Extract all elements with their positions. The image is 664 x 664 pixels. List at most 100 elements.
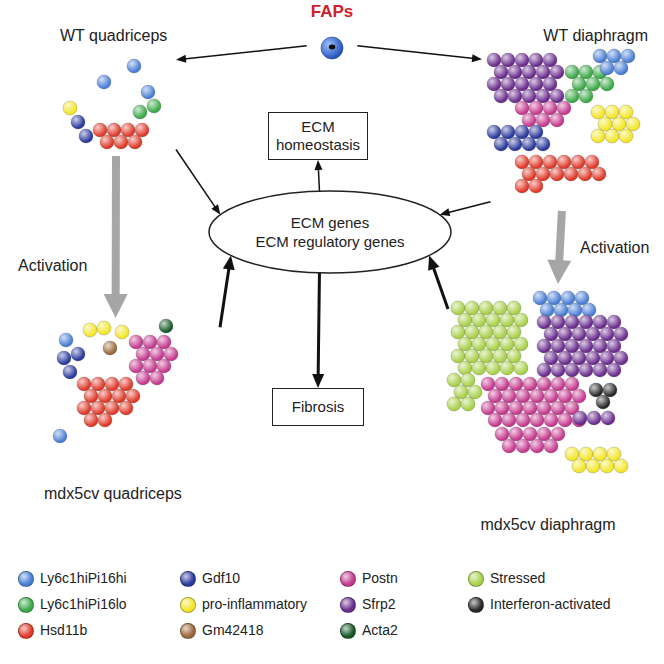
cell-shine (451, 349, 465, 363)
cell-shine (612, 117, 626, 131)
cell-shine (136, 347, 150, 361)
cell-dot (465, 325, 479, 339)
arrow-connector (547, 211, 571, 284)
cell-dot (554, 303, 568, 317)
cell-shine (578, 167, 592, 181)
cell-shine (91, 377, 105, 391)
cell-dot (472, 313, 486, 327)
cell-shine (135, 123, 149, 137)
cell-dot (514, 313, 528, 327)
legend-entry: Interferon-activated (468, 596, 611, 613)
cell-dot (536, 137, 550, 151)
cell-shine (573, 411, 587, 425)
cell-dot (626, 117, 640, 131)
legend-swatch (468, 597, 484, 613)
cell-shine (486, 313, 500, 327)
cell-dot (612, 117, 626, 131)
cell-shine (488, 389, 502, 403)
cell-shine (607, 447, 621, 461)
cell-shine (493, 301, 507, 315)
cell-dot (522, 167, 536, 181)
cell-shine (447, 373, 461, 387)
node-title: FAPs (311, 2, 354, 22)
cell-dot (522, 113, 536, 127)
cell-dot (495, 401, 509, 415)
cell-shine (63, 365, 77, 379)
arrow-connector (220, 256, 235, 328)
cell-dot (515, 155, 529, 169)
cell-dot (128, 135, 142, 149)
cell-dot (115, 325, 129, 339)
cell-shine (600, 61, 614, 75)
cell-shine (98, 389, 112, 403)
arrow-head (223, 256, 235, 271)
legend-label: Ly6c1hiPi16hi (40, 570, 127, 587)
arrow-connector (440, 202, 491, 216)
cell-dot (119, 377, 133, 391)
cell-shine (530, 413, 544, 427)
cell-dot (593, 363, 607, 377)
cell-shine (529, 77, 543, 91)
cell-dot (593, 339, 607, 353)
cell-shine (579, 447, 593, 461)
cell-dot (107, 123, 121, 137)
cell-dot (529, 179, 543, 193)
cell-shine (572, 327, 586, 341)
cell-shine (502, 439, 516, 453)
cell-dot (536, 113, 550, 127)
cell-dot (507, 349, 521, 363)
cell-dot (557, 101, 571, 115)
cell-shine (465, 301, 479, 315)
legend-swatch (180, 623, 196, 639)
ellipse-label: ECM genes (291, 213, 369, 232)
cell-shine (103, 341, 117, 355)
cell-shine (487, 125, 501, 139)
cell-shine (105, 401, 119, 415)
cell-dot (579, 363, 593, 377)
cell-dot (568, 303, 582, 317)
cell-dot (77, 401, 91, 415)
cell-dot (579, 89, 593, 103)
cell-dot (561, 291, 575, 305)
cell-shine (522, 65, 536, 79)
cell-shine (500, 313, 514, 327)
cell-shine (544, 327, 558, 341)
cell-shine (586, 459, 600, 473)
cell-shine (77, 401, 91, 415)
cell-dot (481, 377, 495, 391)
arrow-head (176, 55, 186, 63)
cell-shine (543, 155, 557, 169)
cell-shine (607, 363, 621, 377)
cell-dot (607, 339, 621, 353)
arrow-head (428, 256, 439, 271)
cell-dot (550, 113, 564, 127)
cell-dot (523, 427, 537, 441)
legend-entry: Gm42418 (180, 622, 263, 639)
cell-dot (97, 75, 111, 89)
cell-shine (536, 167, 550, 181)
cell-shine (495, 401, 509, 415)
cell-shine (550, 167, 564, 181)
cell-shine (557, 155, 571, 169)
cell-dot (502, 439, 516, 453)
cell-shine (536, 65, 550, 79)
legend-label: Hsd11b (40, 622, 87, 639)
cell-shine (147, 99, 161, 113)
cell-shine (465, 349, 479, 363)
cell-shine (572, 77, 586, 91)
cell-shine (607, 339, 621, 353)
cluster-cells (40, 318, 220, 503)
cell-dot (573, 411, 587, 425)
cell-shine (515, 77, 529, 91)
cell-dot (71, 347, 85, 361)
cell-shine (458, 313, 472, 327)
cell-dot (461, 397, 475, 411)
connector-line (433, 266, 448, 309)
cell-dot (621, 49, 635, 63)
cell-dot (543, 155, 557, 169)
process-box: ECM homeostasis (268, 112, 368, 160)
cell-dot (516, 413, 530, 427)
cell-dot (533, 291, 547, 305)
cell-dot (57, 351, 71, 365)
cell-dot (572, 77, 586, 91)
